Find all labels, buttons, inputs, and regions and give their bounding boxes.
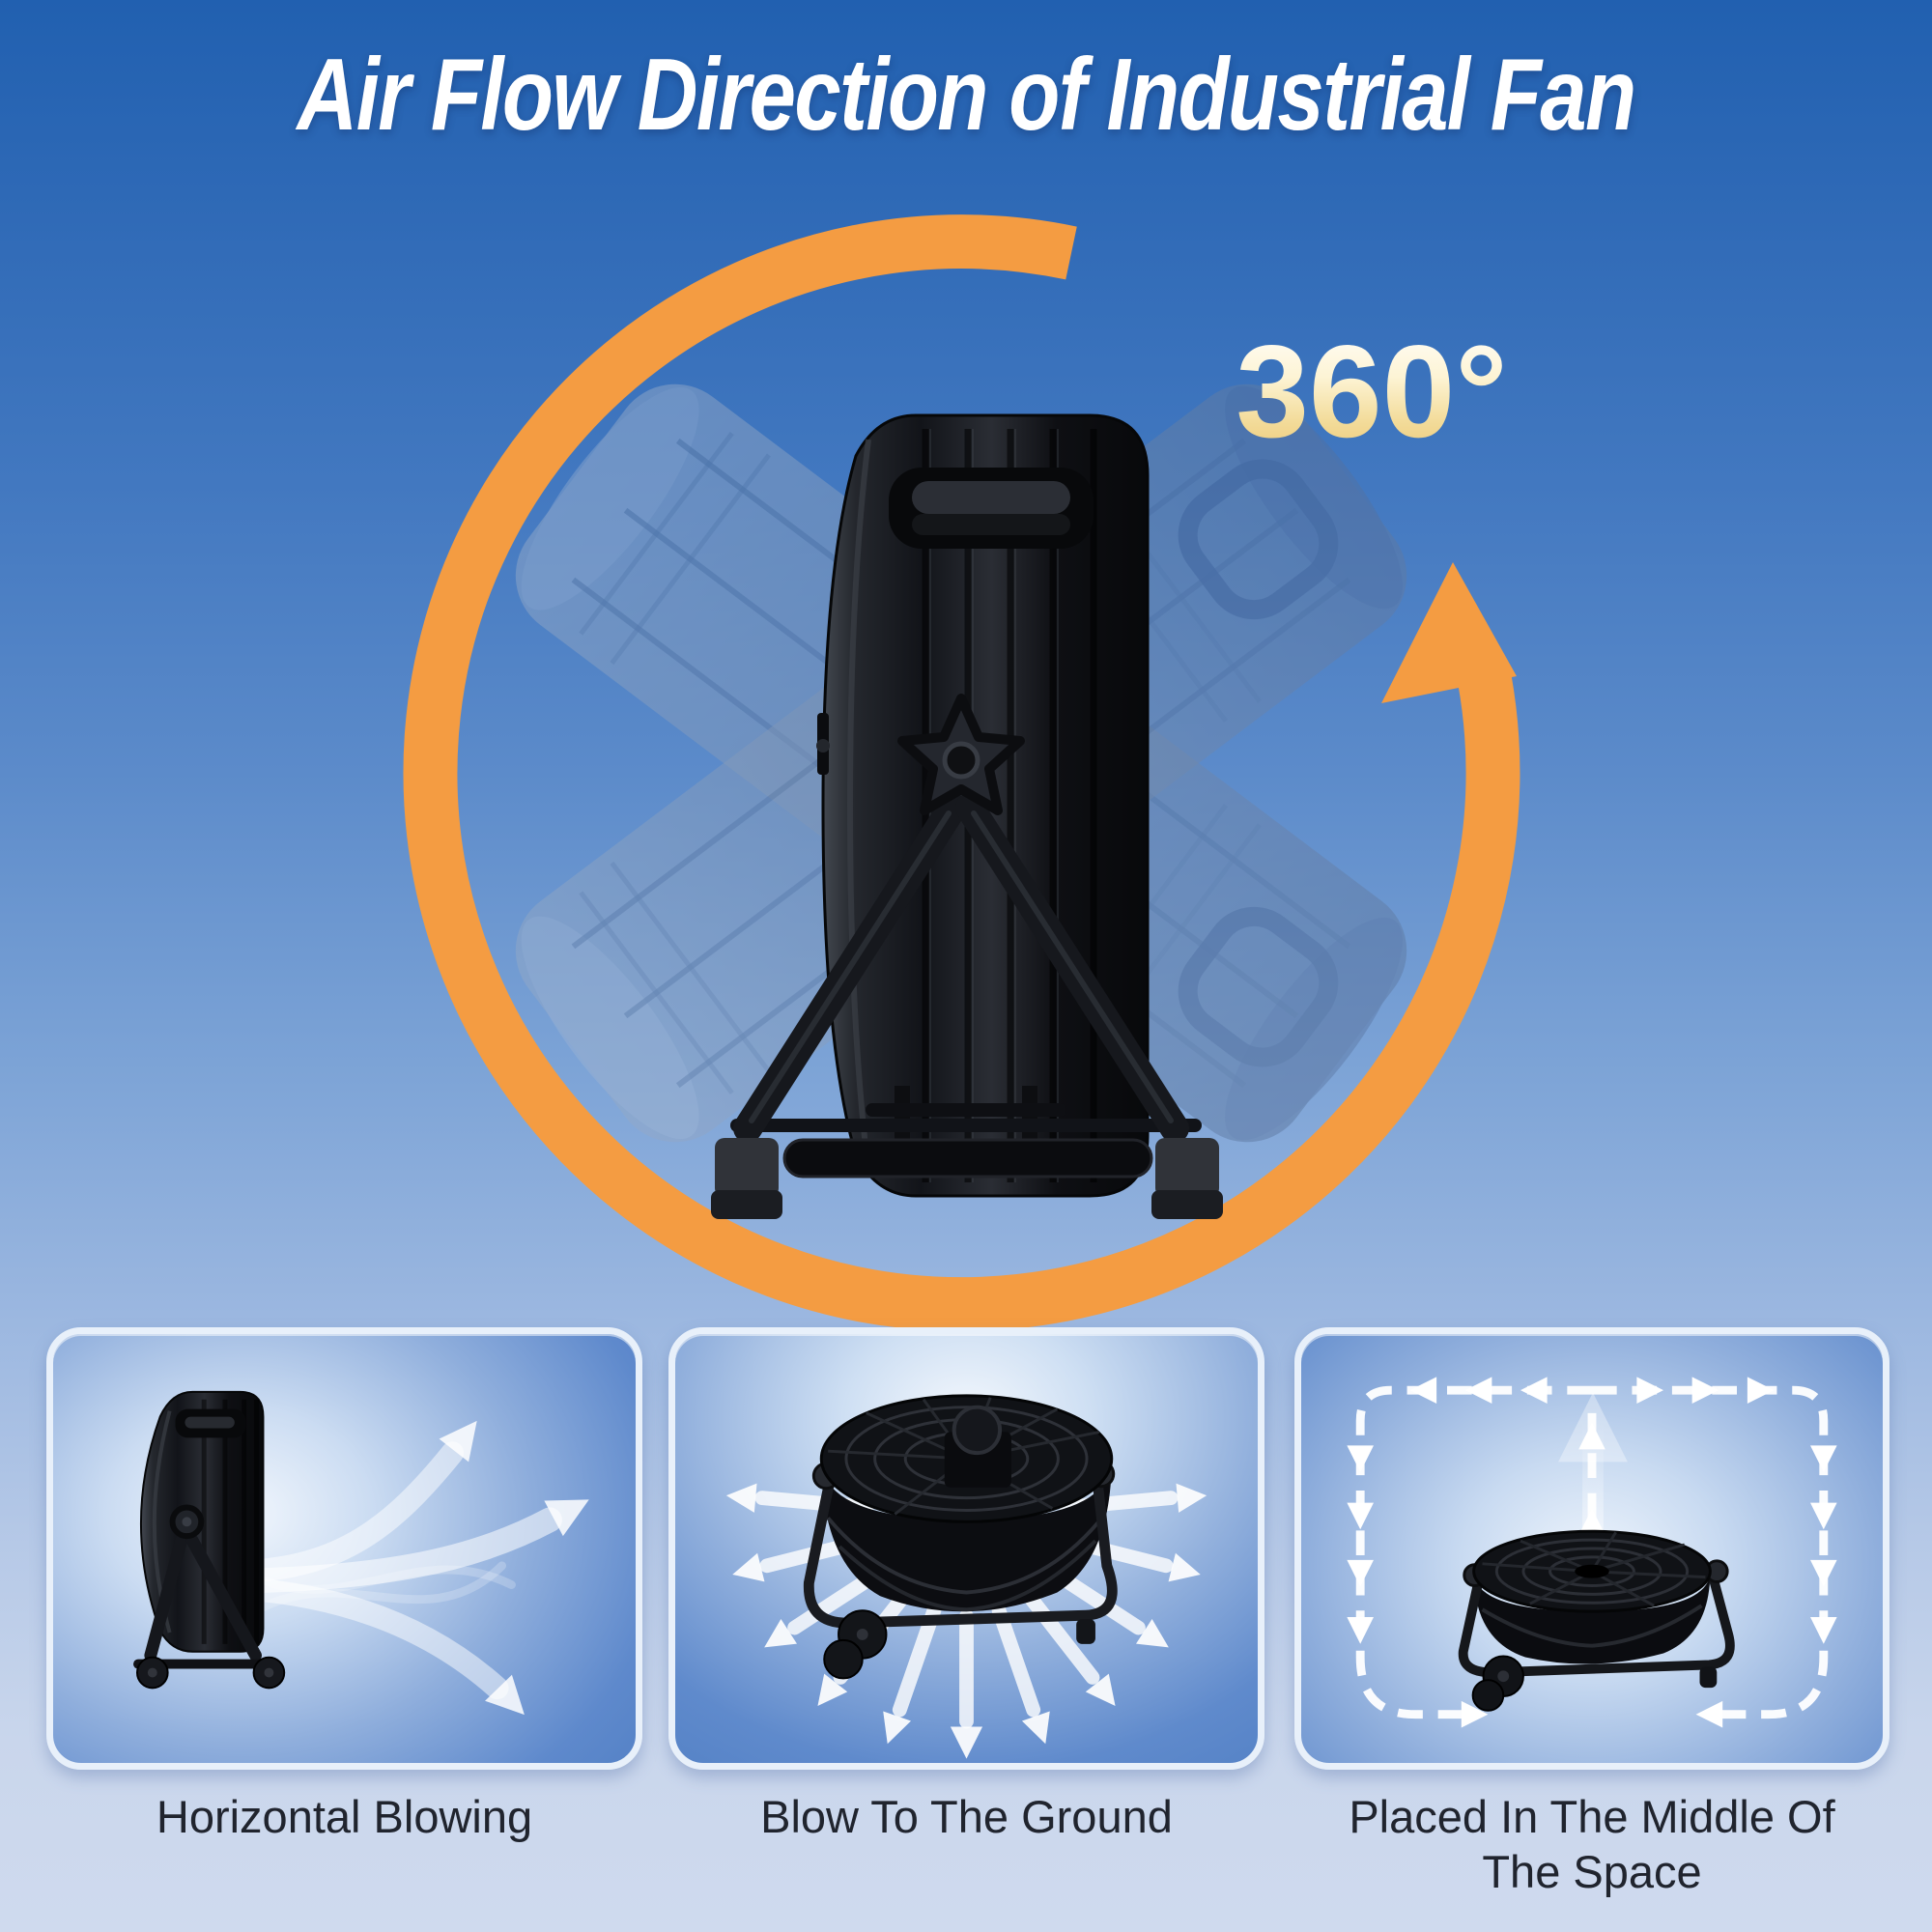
panel-caption-circulation: Placed In The Middle Of The Space bbox=[1349, 1791, 1835, 1898]
airflow-card-ground bbox=[668, 1327, 1264, 1770]
circulation-airflow-icon bbox=[1347, 1377, 1837, 1728]
rotation-arrow-icon bbox=[403, 214, 1520, 1332]
ground-airflow-icon bbox=[724, 1394, 1208, 1759]
industrial-fan-icon bbox=[711, 413, 1223, 1219]
panel-caption-horizontal: Horizontal Blowing bbox=[156, 1791, 533, 1842]
airflow-card-horizontal bbox=[46, 1327, 642, 1770]
horizontal-airflow-icon bbox=[133, 1390, 599, 1728]
airflow-card-circulation bbox=[1294, 1327, 1889, 1770]
fan-side-icon bbox=[133, 1390, 286, 1690]
fan-tilted-icon bbox=[803, 1394, 1118, 1680]
page-title: Air Flow Direction of Industrial Fan bbox=[297, 38, 1637, 152]
fan-upward-icon bbox=[1458, 1529, 1735, 1712]
degree-label: 360° bbox=[1236, 318, 1507, 465]
panel-caption-ground: Blow To The Ground bbox=[760, 1791, 1173, 1842]
